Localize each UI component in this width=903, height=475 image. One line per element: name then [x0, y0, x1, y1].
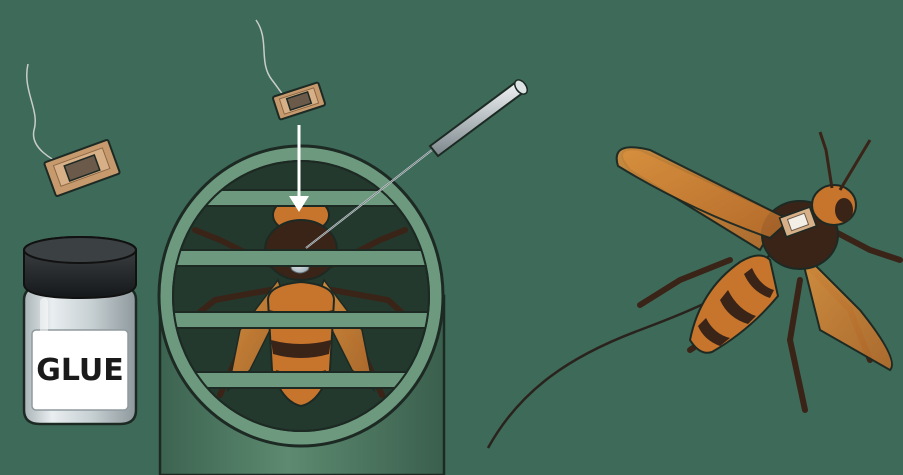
holding-tube: [150, 146, 452, 475]
glue-label: GLUE: [36, 353, 124, 388]
tagged-hornet: [488, 132, 900, 448]
radio-tag-icon: [27, 64, 120, 197]
radio-tag-icon: [256, 20, 326, 120]
glue-jar-icon: GLUE: [24, 237, 136, 424]
